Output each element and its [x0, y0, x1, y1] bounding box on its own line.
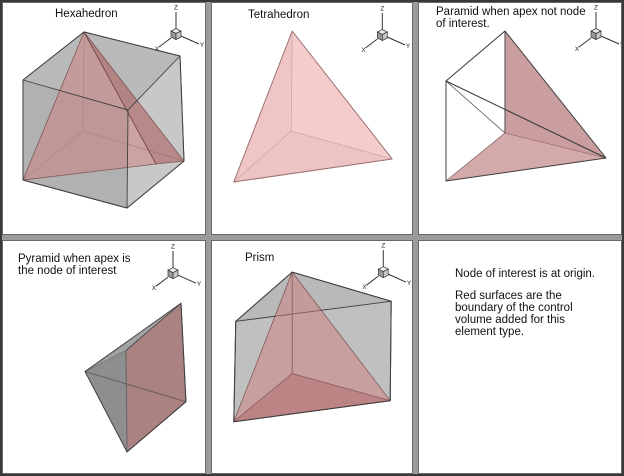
x-axis-label: X: [361, 47, 366, 54]
pyramid-outline: [445, 30, 607, 182]
hexahedron-front-edges: [22, 55, 181, 209]
hexahedron-outline: [22, 31, 185, 209]
control-volume-surface-dark: [83, 31, 185, 165]
prism-top-face: [235, 272, 392, 322]
z-axis-label: Z: [171, 244, 175, 251]
note-origin: Node of interest is at origin.: [455, 268, 595, 280]
axis-triad: Z Y X: [362, 242, 412, 291]
panel-pyramid-apex-not-node: Paramid when apex not node of interest. …: [418, 2, 622, 235]
pyramid-gray-front-face: [85, 350, 127, 452]
hexahedron-figure: Z Y X: [22, 5, 205, 209]
pyramid-gray-top-face: [445, 30, 506, 134]
control-volume-base-surface: [125, 302, 187, 453]
pyramid-apex-node-title: Pyramid when apex is the node of interes…: [18, 253, 131, 277]
tetrahedron-title: Tetrahedron: [248, 9, 310, 21]
panel-prism: Prism Z Y X: [211, 240, 413, 474]
axis-triad: Z Y X: [155, 5, 205, 54]
prism-title: Prism: [245, 252, 275, 264]
panel-pyramid-apex-node: Pyramid when apex is the node of interes…: [2, 240, 206, 474]
panel-tetrahedron: Tetrahedron Z Y X: [211, 2, 413, 235]
y-axis-label: Y: [197, 281, 202, 288]
x-axis-label: X: [362, 284, 367, 291]
axis-triad: Z Y X: [575, 5, 621, 54]
tetrahedron-inner-edges: [233, 30, 393, 183]
pyramid-outline: [84, 302, 187, 453]
z-axis-label: Z: [380, 5, 384, 12]
note-red-surfaces: Red surfaces are the boundary of the con…: [455, 290, 573, 338]
notes-text: Node of interest is at origin. Red surfa…: [455, 268, 595, 338]
pyramid-apex-not-node-figure: Z Y X: [445, 5, 621, 182]
axis-triad: Z Y X: [152, 244, 202, 293]
hidden-apex-edge: [84, 371, 187, 403]
z-axis-label: Z: [594, 5, 598, 12]
hexahedron-title: Hexahedron: [55, 8, 118, 20]
front-vertical-edge: [125, 350, 128, 452]
y-axis-label: Y: [620, 42, 621, 49]
z-axis-label: Z: [381, 242, 385, 249]
z-axis-label: Z: [174, 5, 178, 12]
tetrahedron-figure: Z Y X: [233, 5, 411, 183]
x-axis-label: X: [155, 46, 160, 53]
apex-front-edge: [84, 350, 127, 372]
pyramid-apex-node-figure: Z Y X: [84, 244, 202, 453]
panel-notes: Node of interest is at origin. Red surfa…: [418, 240, 622, 474]
tetrahedron-outline: [233, 30, 393, 183]
x-axis-label: X: [575, 46, 580, 53]
y-axis-label: Y: [407, 280, 412, 287]
prism-figure: Z Y X: [233, 242, 412, 423]
prism-outline: [233, 271, 392, 423]
axis-triad: Z Y X: [361, 5, 411, 54]
y-axis-label: Y: [200, 42, 205, 49]
back-diagonal-edge: [445, 80, 607, 159]
pyramid-apex-not-node-title: Paramid when apex not node of interest.: [436, 6, 586, 30]
tetrahedron-bottom-face: [233, 131, 393, 182]
red-surface-edges: [445, 132, 607, 182]
x-axis-label: X: [152, 285, 157, 292]
y-axis-label: Y: [406, 43, 411, 50]
control-volume-surface-bottom: [446, 133, 606, 181]
panel-hexahedron: Hexahedron Z Y: [2, 2, 206, 235]
control-volume-surface-lower: [233, 373, 391, 422]
